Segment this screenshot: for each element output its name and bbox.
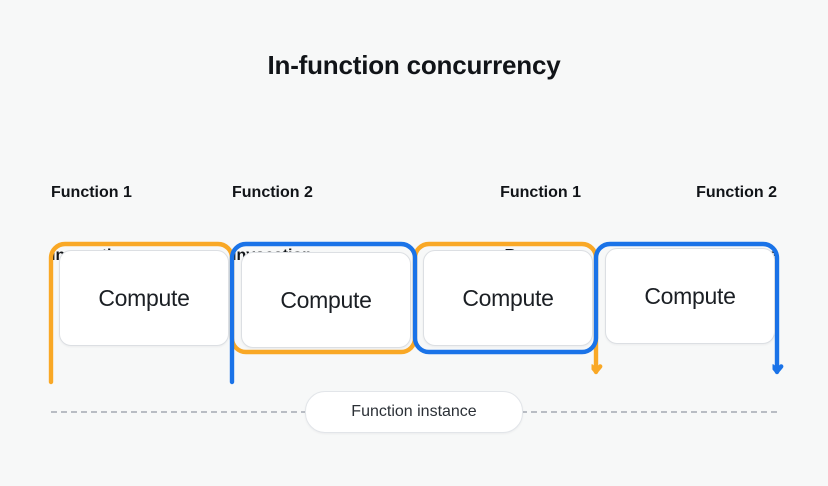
compute-block-4: Compute <box>605 248 775 344</box>
page-title: In-function concurrency <box>267 50 561 80</box>
label-line-1: Function 1 <box>51 184 132 202</box>
compute-block-label: Compute <box>98 284 190 311</box>
function-instance-badge: Function instance <box>305 391 523 433</box>
compute-block-label: Compute <box>280 286 372 313</box>
compute-block-1: Compute <box>59 250 229 346</box>
compute-block-label: Compute <box>644 282 736 309</box>
compute-block-3: Compute <box>423 250 593 346</box>
label-line-1: Function 2 <box>232 184 313 202</box>
compute-block-label: Compute <box>462 284 554 311</box>
instance-line-left <box>51 411 307 413</box>
compute-block-2: Compute <box>241 252 411 348</box>
function-instance-label: Function instance <box>351 403 477 420</box>
label-line-1: Function 1 <box>500 184 581 202</box>
instance-line-right <box>521 411 777 413</box>
label-line-1: Function 2 <box>696 184 777 202</box>
